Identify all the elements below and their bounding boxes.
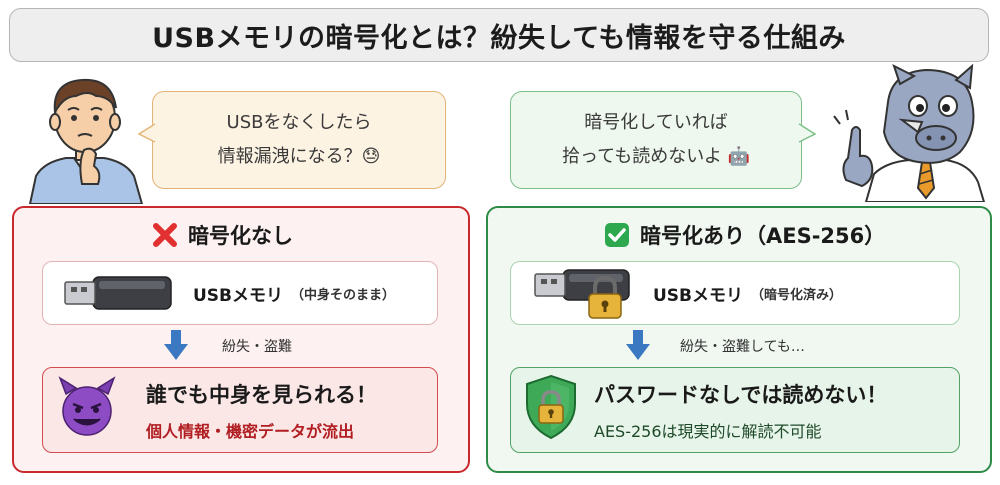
down-arrow-icon-left (164, 330, 188, 360)
right-speech-bubble: 暗号化していれば 拾っても読めないよ 🤖 (510, 91, 802, 189)
usb-drive-icon (64, 276, 172, 310)
worried-man-illustration (28, 78, 144, 204)
page-title: USBメモリの暗号化とは？紛失しても情報を守る仕組み (152, 22, 846, 54)
right-bubble-line2: 拾っても読めないよ 🤖 (562, 146, 750, 167)
right-arrow-label: 紛失・盗難しても… (680, 339, 805, 355)
encryption-heading: 暗号化あり（AES-256） (604, 220, 885, 250)
encrypted-usb-card: USBメモリ （暗号化済み） (510, 261, 960, 325)
plain-usb-card: USBメモリ （中身そのまま） (42, 261, 438, 325)
left-bubble-line2: 情報漏洩になる？😓 (217, 146, 381, 167)
no-encryption-heading-text: 暗号化なし (188, 224, 293, 248)
plain-usb-label: USBメモリ (193, 285, 284, 306)
right-bubble-line1: 暗号化していれば (584, 112, 728, 133)
exposed-result-title: 誰でも中身を見られる！ (146, 383, 377, 407)
protected-result-box (510, 367, 960, 453)
left-arrow-label: 紛失・盗難 (222, 339, 292, 355)
encryption-heading-text: 暗号化あり（AES-256） (640, 224, 886, 248)
right-bubble-tail (798, 123, 816, 143)
plain-usb-sub: （中身そのまま） (291, 287, 396, 303)
locked-usb-drive-icon (534, 269, 630, 319)
encrypted-usb-label: USBメモリ (653, 285, 744, 306)
protected-result-sub: AES-256は現実的に解読不可能 (594, 422, 822, 441)
left-speech-bubble: USBをなくしたら 情報漏洩になる？😓 (152, 91, 446, 189)
left-bubble-tail (138, 123, 156, 143)
protected-result-title: パスワードなしでは読めない！ (594, 383, 888, 407)
left-bubble-line1: USBをなくしたら (226, 112, 372, 133)
cross-mark-icon (153, 223, 177, 247)
no-encryption-heading: 暗号化なし (152, 220, 293, 250)
exposed-result-sub: 個人情報・機密データが流出 (146, 422, 355, 441)
title-banner: USBメモリの暗号化とは？紛失しても情報を守る仕組み (9, 8, 989, 62)
rhino-businessman-illustration (833, 63, 986, 202)
shield-lock-icon (526, 374, 576, 440)
down-arrow-icon-right (626, 330, 650, 360)
check-mark-icon (605, 223, 629, 247)
devil-face-icon (58, 376, 116, 436)
encrypted-usb-sub: （暗号化済み） (751, 287, 843, 303)
